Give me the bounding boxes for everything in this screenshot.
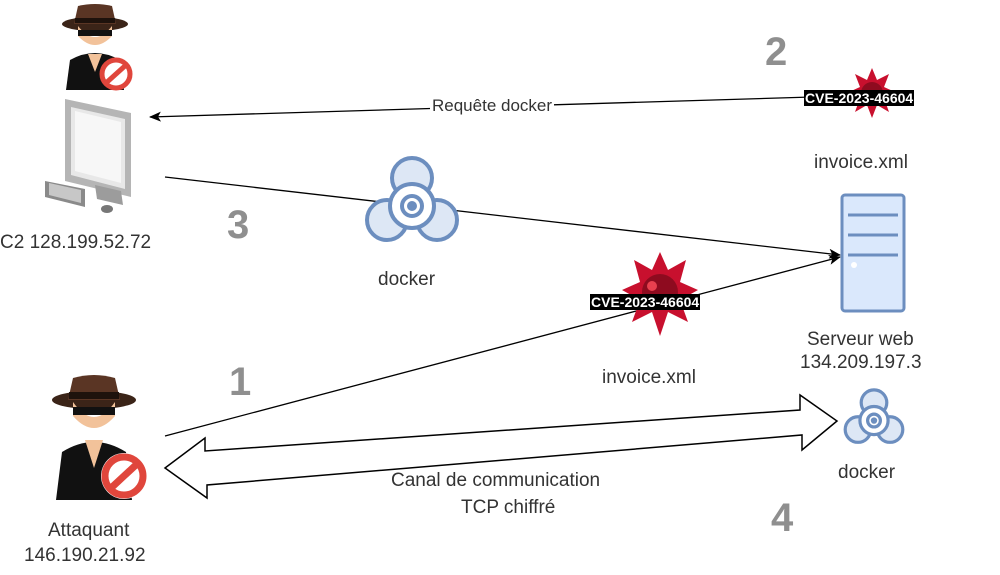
- docker-server-label: docker: [838, 462, 896, 483]
- spy-icon: [48, 372, 152, 507]
- cve-badge-top: CVE-2023-46604: [804, 90, 915, 106]
- spy-icon: [58, 2, 138, 97]
- server-name: Serveur web: [807, 329, 914, 350]
- channel-label-line1: Canal de communication: [391, 470, 601, 491]
- server-ip: 134.209.197.3: [800, 352, 922, 373]
- computer-icon: [45, 97, 137, 222]
- step-3: 3: [227, 203, 250, 247]
- payload-mid-file: invoice.xml: [602, 367, 696, 388]
- attacker-ip: 146.190.21.92: [24, 545, 146, 566]
- step-4: 4: [771, 496, 794, 540]
- server-icon: [840, 193, 906, 318]
- step-1: 1: [229, 360, 252, 404]
- edge-c2-to-server: [164, 176, 841, 259]
- docker-request-label: Requête docker: [430, 96, 555, 116]
- docker-mid-label: docker: [378, 269, 436, 290]
- c2-label: C2 128.199.52.72: [0, 232, 152, 253]
- payload-top-file: invoice.xml: [814, 152, 908, 173]
- attacker-name: Attaquant: [48, 520, 130, 541]
- cve-badge-mid: CVE-2023-46604: [590, 294, 701, 310]
- channel-double-arrow: [163, 393, 839, 500]
- channel-label-line2: TCP chiffré: [461, 497, 556, 518]
- biohazard-icon: [360, 152, 464, 257]
- edge-attacker-to-server: [164, 254, 841, 437]
- step-2: 2: [765, 30, 788, 74]
- biohazard-icon: [840, 386, 908, 455]
